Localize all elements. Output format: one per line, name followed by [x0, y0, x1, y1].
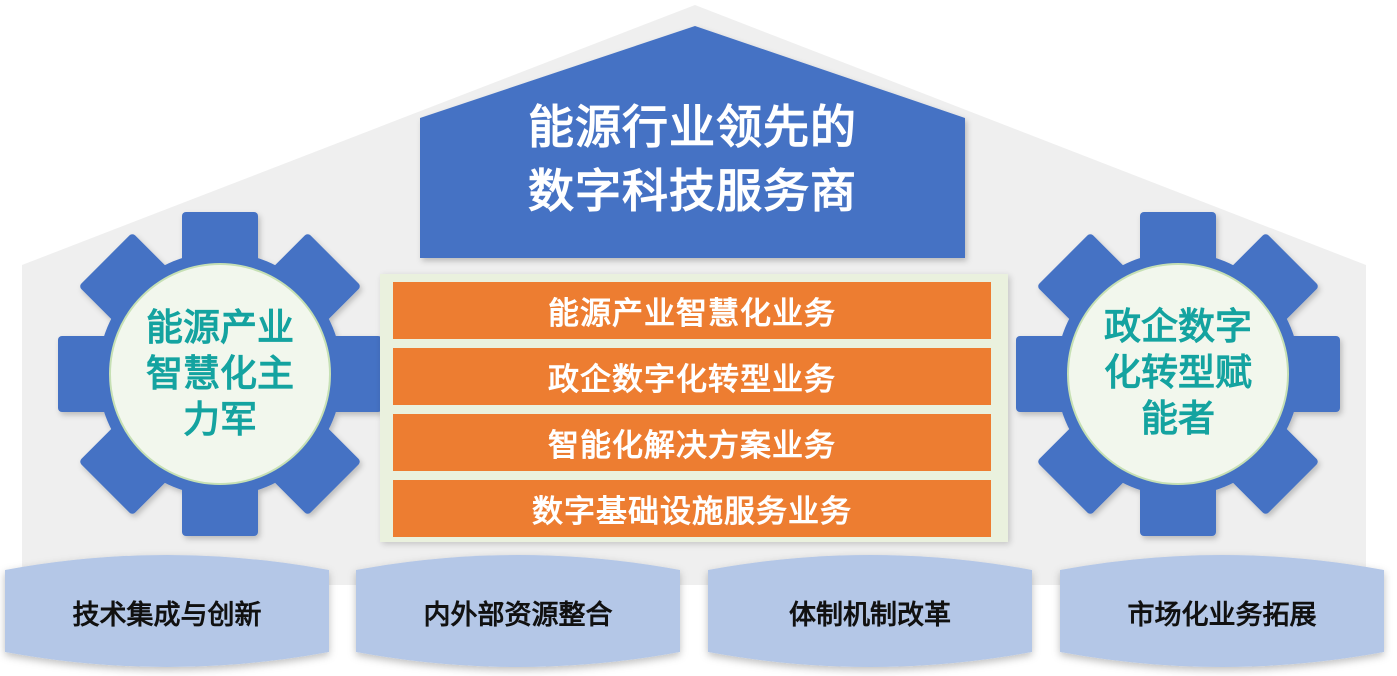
pillar-label-4: 市场化业务拓展	[1127, 600, 1317, 631]
main-title: 能源行业领先的 数字科技服务商	[420, 95, 965, 223]
business-line-1: 能源产业智慧化业务	[393, 282, 991, 339]
right-gear-line-2: 化转型赋	[1104, 351, 1252, 394]
left-gear-line-3: 力军	[183, 398, 257, 441]
gear-icon-left	[58, 212, 382, 536]
right-gear-line-3: 能者	[1141, 397, 1215, 440]
business-line-3: 智能化解决方案业务	[393, 414, 991, 471]
pillar-shape-2	[356, 555, 680, 667]
left-gear-line-1: 能源产业	[146, 306, 294, 349]
pillar-shape-1	[5, 555, 329, 667]
pillar-label-3: 体制机制改革	[789, 600, 951, 631]
right-gear-line-1: 政企数字	[1104, 305, 1252, 348]
right-gear-label: 政企数字 化转型赋 能者	[1078, 304, 1278, 442]
left-gear-label: 能源产业 智慧化主 力军	[120, 305, 320, 443]
pillar-shape-4	[1060, 555, 1384, 667]
business-line-4: 数字基础设施服务业务	[393, 480, 991, 537]
pillar-shape-3	[708, 555, 1032, 667]
left-gear-line-2: 智慧化主	[146, 352, 294, 395]
title-roof-shape	[420, 26, 965, 258]
business-line-2: 政企数字化转型业务	[393, 348, 991, 405]
title-line-1: 能源行业领先的	[528, 100, 857, 154]
pillar-label-1: 技术集成与创新	[72, 600, 262, 631]
business-lines-panel: 能源产业智慧化业务 政企数字化转型业务 智能化解决方案业务 数字基础设施服务业务	[380, 274, 1008, 542]
pillar-label-2: 内外部资源整合	[423, 600, 613, 631]
gear-icon-right	[1016, 212, 1340, 536]
title-line-2: 数字科技服务商	[528, 164, 857, 218]
